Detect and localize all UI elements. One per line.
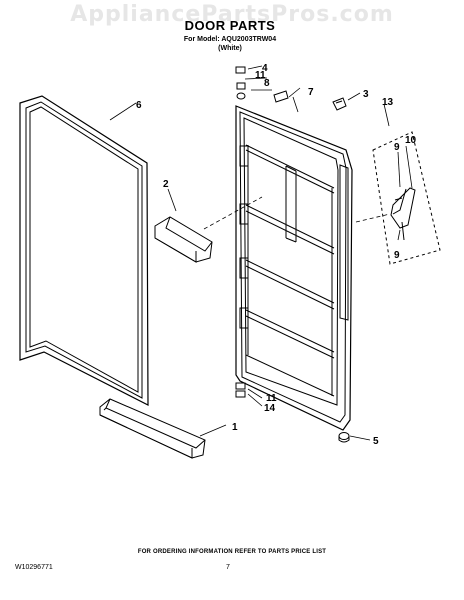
callout-2: 2 (163, 179, 169, 190)
callout-11a: 11 (255, 70, 266, 81)
handle-group (372, 131, 441, 265)
document-id: W10296771 (15, 564, 53, 571)
callout-14: 14 (264, 403, 276, 414)
callout-4: 4 (262, 63, 268, 74)
callout-10: 10 (405, 135, 417, 146)
callout-5: 5 (373, 436, 379, 447)
page-title: DOOR PARTS (184, 18, 276, 33)
callout-9a: 9 (394, 142, 400, 153)
callout-8: 8 (264, 78, 270, 89)
top-hinge-hardware (235, 66, 289, 103)
hinge-cap (332, 97, 347, 111)
ordering-note: FOR ORDERING INFORMATION REFER TO PARTS … (137, 549, 327, 555)
model-line: For Model: AQU2003TRW04 (183, 36, 277, 43)
callout-7: 7 (308, 87, 314, 98)
door-gasket (19, 95, 149, 406)
callout-3: 3 (363, 89, 369, 100)
door-assembly (235, 105, 353, 431)
callout-9b: 9 (394, 250, 400, 261)
watermark: AppliancePartsPros.com (70, 2, 394, 27)
callout-11b: 11 (266, 393, 277, 404)
leader-lines (109, 65, 413, 441)
color-line: (White) (218, 45, 242, 52)
callout-6: 6 (136, 100, 142, 111)
door-bin (154, 216, 213, 263)
callout-13: 13 (382, 97, 394, 108)
page-number: 7 (226, 564, 230, 571)
lower-door-bin (99, 398, 206, 459)
bottom-pin (338, 432, 350, 443)
callout-1: 1 (232, 422, 238, 433)
model-info: For Model: AQU2003TRW04 (White) (150, 35, 310, 53)
bottom-hinge-hardware (235, 382, 246, 398)
